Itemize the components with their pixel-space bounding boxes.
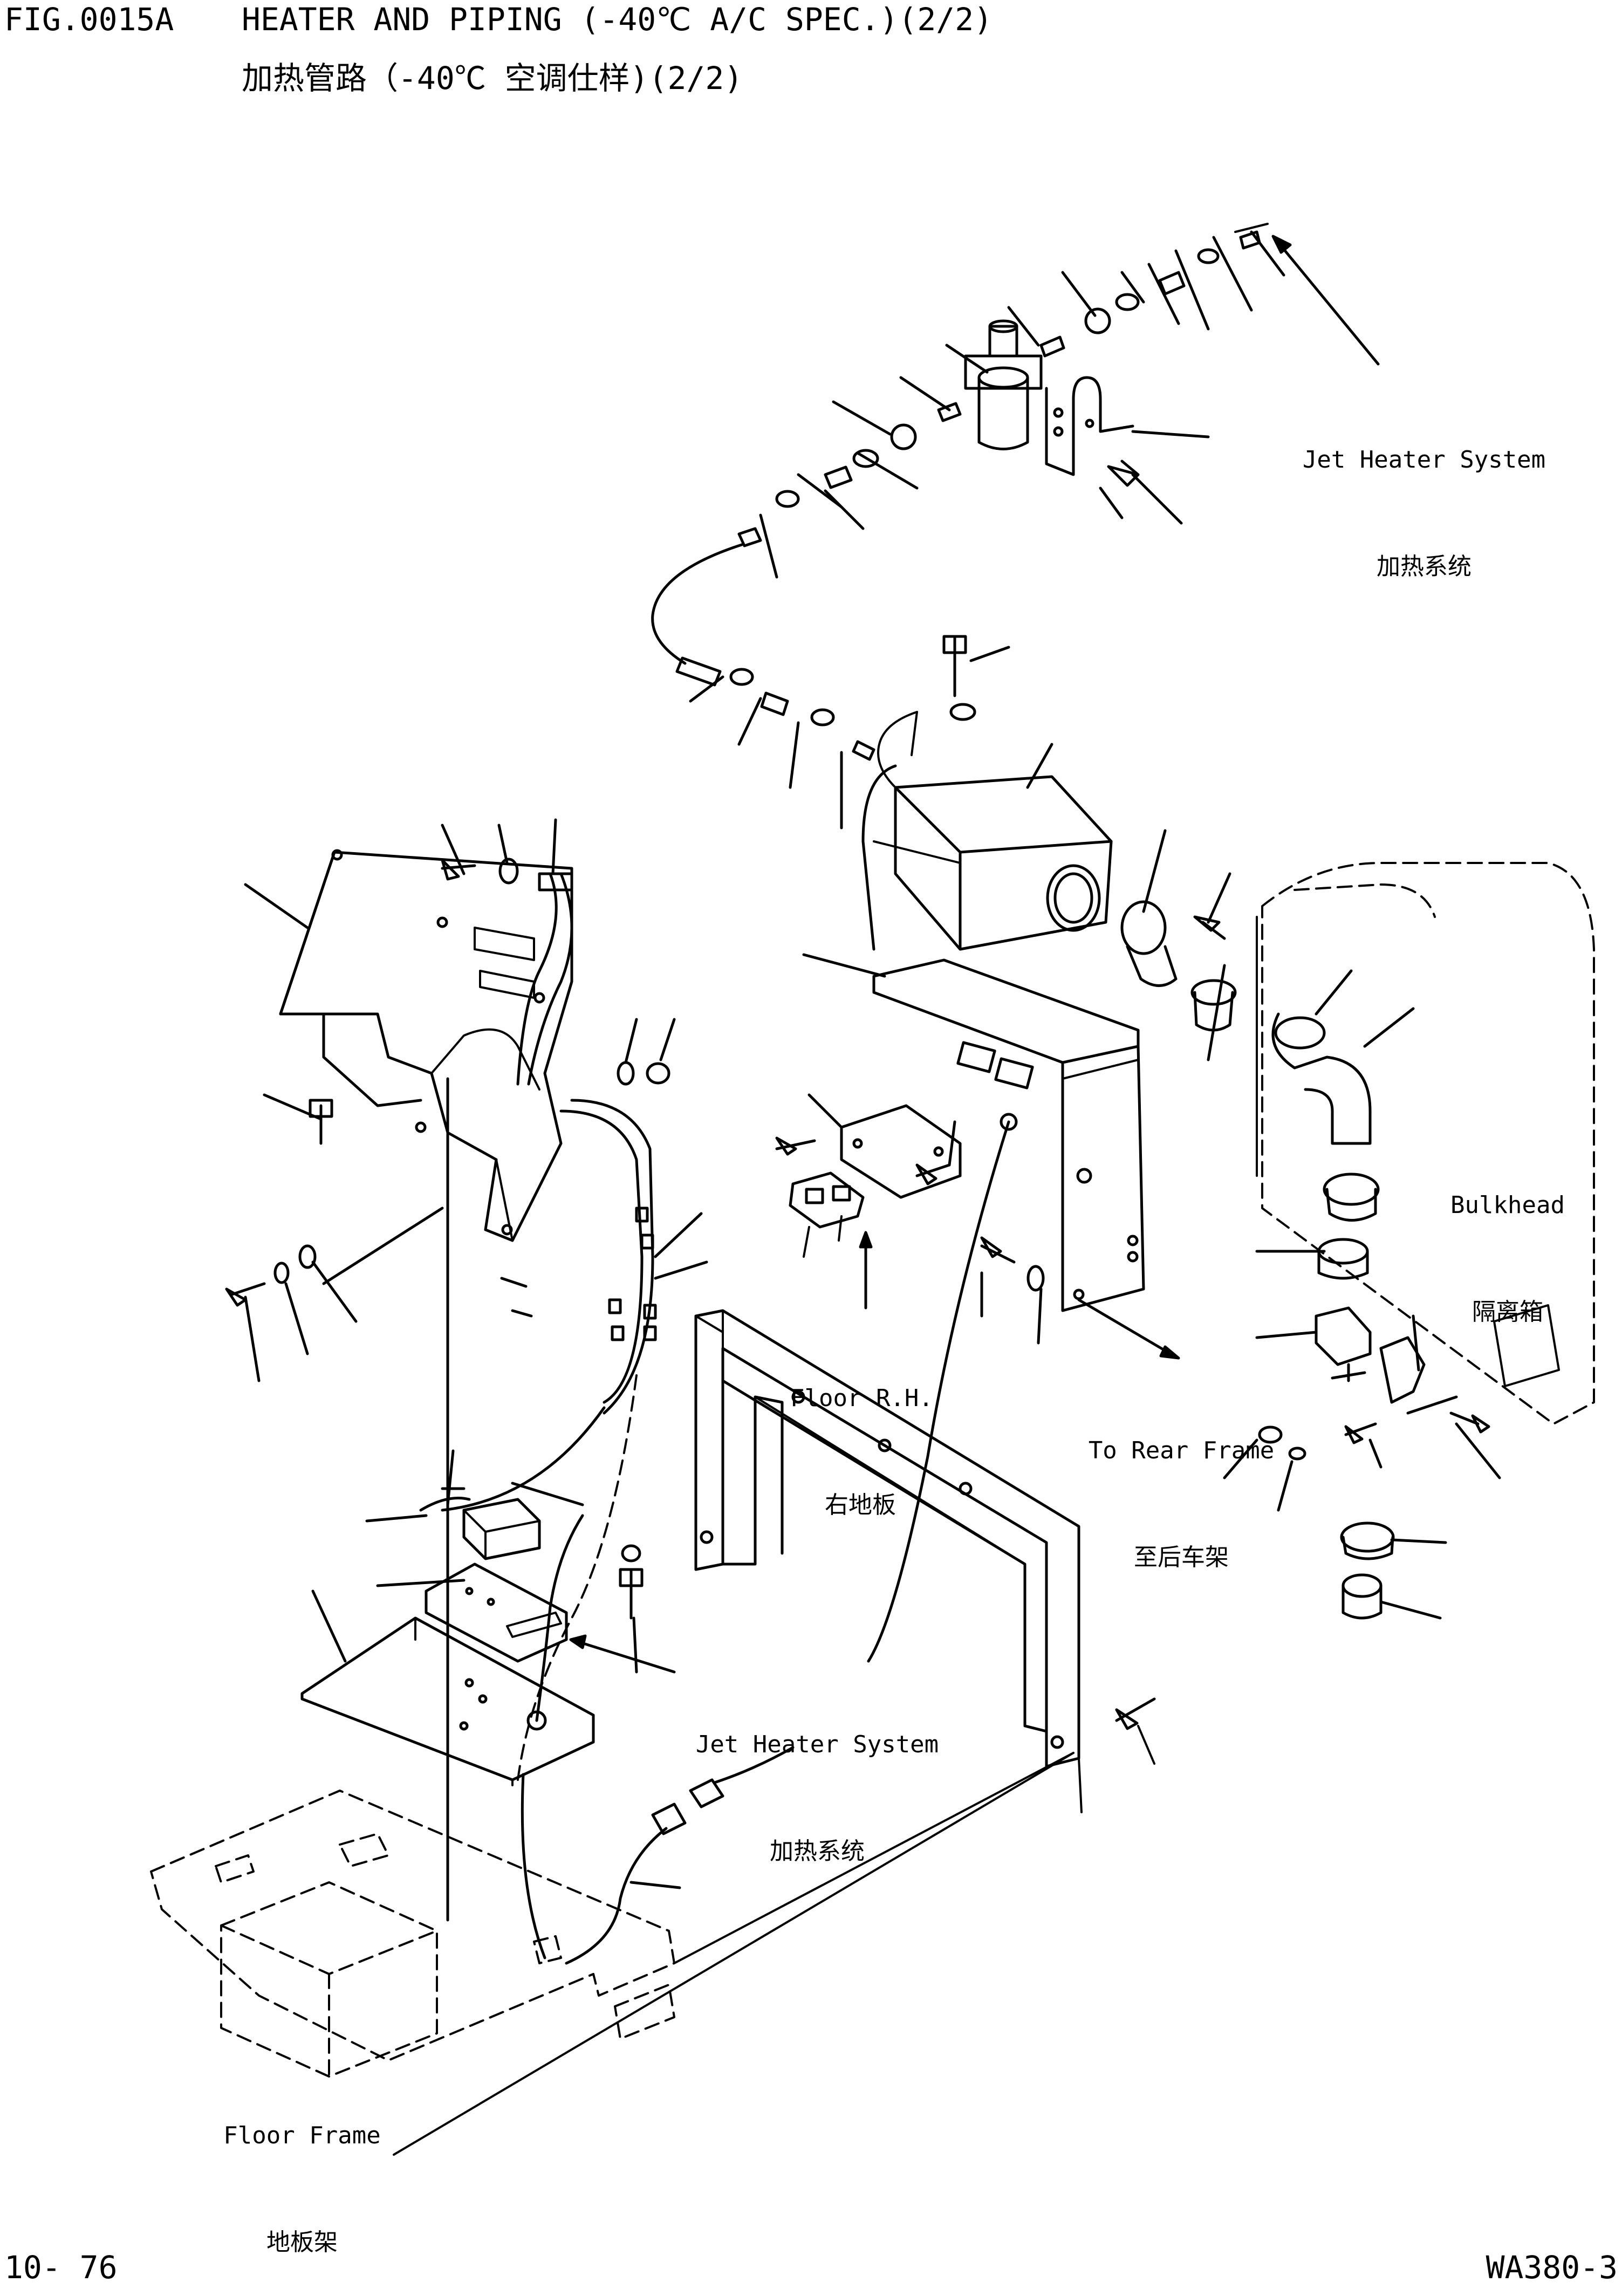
leader-lines-floor <box>311 1482 681 1889</box>
duct-cover-assembly <box>225 849 670 1781</box>
label-bulkhead-cn: 隔离箱 <box>1472 1298 1543 1326</box>
leader-lines-upper <box>689 230 1285 830</box>
page-number: 10- 76 <box>4 2249 118 2286</box>
floor-components <box>150 1449 1075 2156</box>
label-bulkhead: Bulkhead 隔离箱 <box>1432 1116 1583 1366</box>
label-jet-heater-system-bottom: Jet Heater System 加热系统 <box>677 1656 957 1905</box>
label-jet-heater-top-en: Jet Heater System <box>1302 446 1546 474</box>
figure-title-chinese: 加热管路（-40℃ 空调仕样)(2/2) <box>242 60 743 97</box>
label-floor-rh-en: Floor R.H. <box>790 1385 933 1412</box>
leader-lines-heater <box>802 646 1231 1345</box>
label-jet-heater-top-cn: 加热系统 <box>1377 553 1472 580</box>
model-number: WA380-3 <box>1486 2249 1618 2286</box>
fuel-filter-assembly <box>651 223 1269 761</box>
label-jet-heater-bottom-en: Jet Heater System <box>695 1731 939 1758</box>
label-to-rear-frame: To Rear Frame 至后车架 <box>1076 1362 1286 1611</box>
heater-mount-bracket <box>775 958 1145 1663</box>
label-floor-frame: Floor Frame 地板架 <box>213 2047 391 2296</box>
arrow-floor-rh <box>859 1231 873 1310</box>
label-bulkhead-en: Bulkhead <box>1450 1191 1565 1219</box>
figure-number: FIG.0015A <box>4 1 174 38</box>
leader-lines-duct <box>244 818 708 1922</box>
arrow-jet-heater-bottom <box>569 1634 676 1674</box>
label-floor-rh-cn: 右地板 <box>825 1491 896 1519</box>
arrow-to-rear-frame <box>1077 1298 1180 1360</box>
rear-frame <box>694 1309 1156 1813</box>
arrow-jet-heater-top <box>1271 235 1380 366</box>
leader-lines-bulkhead <box>1223 969 1501 1620</box>
label-jet-heater-system-top: Jet Heater System 加热系统 <box>1284 371 1564 620</box>
label-floor-frame-cn: 地板架 <box>266 2229 338 2256</box>
bulkhead-outline <box>1256 862 1595 1620</box>
figure-title-english: HEATER AND PIPING (-40℃ A/C SPEC.)(2/2) <box>242 1 993 38</box>
label-floor-rh: Floor R.H. 右地板 <box>790 1310 933 1559</box>
label-to-rear-frame-cn: 至后车架 <box>1134 1544 1229 1571</box>
label-jet-heater-bottom-cn: 加热系统 <box>770 1838 865 1865</box>
label-floor-frame-en: Floor Frame <box>223 2122 381 2149</box>
heater-unit <box>861 635 1237 1032</box>
label-to-rear-frame-en: To Rear Frame <box>1088 1437 1275 1464</box>
